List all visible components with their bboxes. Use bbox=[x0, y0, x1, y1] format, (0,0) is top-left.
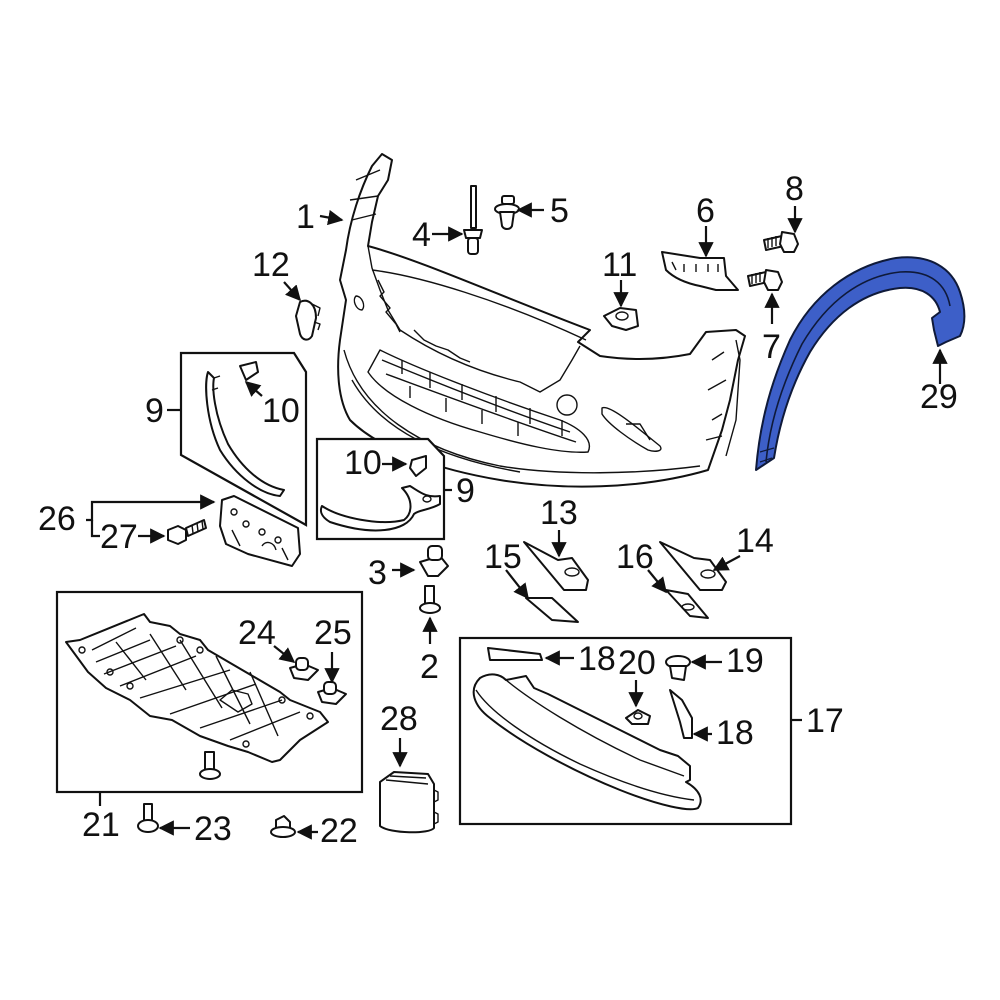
molding-trim-right[interactable] bbox=[320, 485, 441, 532]
bracket-guide-part[interactable] bbox=[295, 299, 321, 341]
bolt-part-7[interactable] bbox=[747, 269, 783, 291]
absorber-insert-part-18-side[interactable] bbox=[669, 689, 693, 739]
callout-2[interactable]: 2 bbox=[420, 648, 439, 686]
callout-27[interactable]: 27 bbox=[100, 518, 138, 556]
bolt-part-23[interactable] bbox=[137, 803, 159, 833]
side-bracket-part[interactable] bbox=[661, 251, 739, 291]
callout-29[interactable]: 29 bbox=[920, 378, 958, 416]
seal-part-15[interactable] bbox=[525, 597, 579, 623]
retainer-part-19[interactable] bbox=[665, 655, 691, 681]
side-support-bracket-part[interactable] bbox=[219, 495, 301, 567]
clip-part-10-left[interactable] bbox=[239, 361, 259, 381]
callout-21[interactable]: 21 bbox=[82, 806, 120, 844]
seal-part-16[interactable] bbox=[665, 589, 709, 619]
callout-4[interactable]: 4 bbox=[412, 216, 431, 254]
callout-25[interactable]: 25 bbox=[314, 614, 352, 652]
callout-24[interactable]: 24 bbox=[238, 614, 276, 652]
callout-13[interactable]: 13 bbox=[540, 494, 578, 532]
bracket-part-13[interactable] bbox=[523, 541, 589, 591]
nut-clip-part-3[interactable] bbox=[419, 545, 449, 577]
callout-18-side[interactable]: 18 bbox=[716, 714, 754, 752]
wheel-opening-molding-highlighted[interactable] bbox=[755, 256, 966, 471]
screw-part-27[interactable] bbox=[167, 519, 207, 545]
callout-15[interactable]: 15 bbox=[484, 538, 522, 576]
callout-23[interactable]: 23 bbox=[194, 810, 232, 848]
callout-10-left[interactable]: 10 bbox=[262, 392, 300, 430]
callout-16[interactable]: 16 bbox=[616, 538, 654, 576]
callout-12[interactable]: 12 bbox=[252, 246, 290, 284]
molding-trim-left[interactable] bbox=[205, 371, 285, 497]
rivet-part[interactable] bbox=[463, 185, 483, 255]
bolt-in-shield-box[interactable] bbox=[199, 751, 221, 780]
bolt-part-2[interactable] bbox=[419, 585, 441, 614]
callout-26[interactable]: 26 bbox=[38, 500, 76, 538]
absorber-insert-part-18-top[interactable] bbox=[487, 647, 543, 661]
nut-clip-part-20[interactable] bbox=[625, 709, 651, 725]
callout-6[interactable]: 6 bbox=[696, 192, 715, 230]
callout-22[interactable]: 22 bbox=[320, 812, 358, 850]
callout-11[interactable]: 11 bbox=[602, 246, 638, 284]
bolt-part-8[interactable] bbox=[763, 231, 799, 253]
callout-9-left[interactable]: 9 bbox=[145, 392, 164, 430]
molding-trim-box-left bbox=[179, 351, 308, 527]
nut-clip-part-25[interactable] bbox=[317, 681, 347, 705]
callout-17[interactable]: 17 bbox=[806, 702, 844, 740]
callout-10-right[interactable]: 10 bbox=[344, 444, 382, 482]
callout-8[interactable]: 8 bbox=[785, 170, 804, 208]
callout-28[interactable]: 28 bbox=[380, 700, 418, 738]
retainer-part-22[interactable] bbox=[270, 815, 296, 838]
callout-20[interactable]: 20 bbox=[618, 644, 656, 682]
callout-18-top[interactable]: 18 bbox=[578, 640, 616, 678]
callout-3[interactable]: 3 bbox=[368, 554, 387, 592]
energy-absorber-part[interactable] bbox=[472, 673, 702, 811]
nut-clip-part-11[interactable] bbox=[603, 307, 639, 331]
clip-part-10-right[interactable] bbox=[409, 455, 427, 477]
callout-19[interactable]: 19 bbox=[726, 642, 764, 680]
callout-9-right[interactable]: 9 bbox=[456, 472, 475, 510]
splash-shield-part[interactable] bbox=[65, 613, 329, 763]
push-clip-part[interactable] bbox=[494, 195, 520, 230]
callout-14[interactable]: 14 bbox=[736, 522, 774, 560]
leader-lines bbox=[86, 202, 948, 840]
callout-5[interactable]: 5 bbox=[550, 192, 569, 230]
bumper-cover[interactable] bbox=[337, 153, 746, 488]
nut-clip-part-24[interactable] bbox=[289, 657, 319, 681]
sensor-module-part[interactable] bbox=[379, 771, 439, 834]
bracket-part-14[interactable] bbox=[659, 541, 727, 591]
callout-1[interactable]: 1 bbox=[296, 198, 315, 236]
callout-7[interactable]: 7 bbox=[762, 328, 781, 366]
